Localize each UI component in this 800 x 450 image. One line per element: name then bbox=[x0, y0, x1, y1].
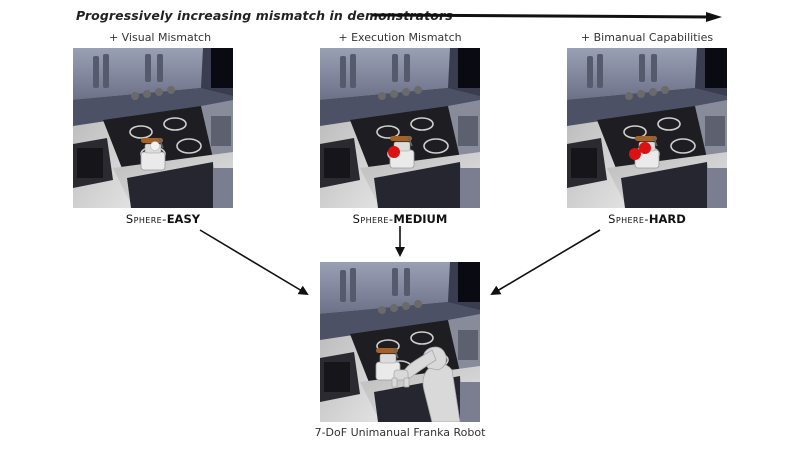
label-medium: Sphere-MEDIUM bbox=[290, 212, 510, 226]
label-medium-level: MEDIUM bbox=[393, 212, 448, 226]
scene-hard bbox=[567, 48, 727, 208]
white-sphere bbox=[150, 141, 160, 151]
caption-medium: + Execution Mismatch bbox=[338, 31, 462, 44]
arrow-hard-to-robot bbox=[490, 229, 601, 296]
progress-arrowhead bbox=[706, 12, 722, 22]
label-medium-prefix: Sphere- bbox=[352, 212, 394, 226]
headline: Progressively increasing mismatch in dem… bbox=[76, 8, 453, 23]
arrow-easy-to-robot bbox=[199, 229, 309, 296]
caption-hard: + Bimanual Capabilities bbox=[580, 31, 714, 44]
scene-medium bbox=[320, 48, 480, 208]
label-easy-prefix: Sphere- bbox=[125, 212, 167, 226]
red-sphere-left bbox=[629, 148, 641, 160]
label-hard: Sphere-HARD bbox=[537, 212, 757, 226]
red-sphere bbox=[388, 146, 400, 158]
label-easy: Sphere-EASY bbox=[53, 212, 273, 226]
label-hard-prefix: Sphere- bbox=[608, 212, 649, 226]
caption-easy: + Visual Mismatch bbox=[108, 31, 212, 44]
scene-robot bbox=[320, 262, 480, 422]
franka-robot bbox=[391, 346, 461, 422]
label-hard-level: HARD bbox=[648, 212, 686, 226]
red-sphere-right bbox=[639, 142, 651, 154]
caption-robot: 7-DoF Unimanual Franka Robot bbox=[314, 426, 486, 439]
scene-easy bbox=[73, 48, 233, 208]
label-easy-level: EASY bbox=[166, 212, 201, 226]
